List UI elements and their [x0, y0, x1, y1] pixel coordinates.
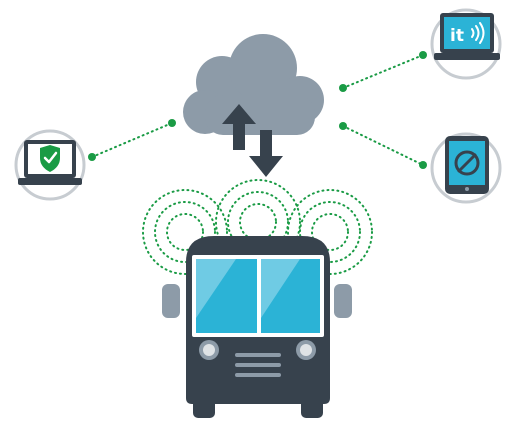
- cloud-icon: [183, 34, 324, 135]
- bus-icon: [162, 236, 352, 418]
- connection-right-laptop: [342, 54, 424, 89]
- tablet-blocked-icon: [445, 136, 489, 194]
- bus-mirror-right: [334, 284, 352, 318]
- bus-grille: [235, 353, 281, 377]
- connection-dot: [168, 119, 176, 127]
- tablet-home-button: [465, 187, 469, 191]
- node-ring: [14, 129, 86, 201]
- upload-arrow-icon: [222, 104, 256, 150]
- connection-dot: [339, 84, 347, 92]
- download-arrow-icon: [249, 130, 283, 177]
- connection-dots: [88, 51, 427, 169]
- bus-headlight-right-inner: [300, 344, 312, 356]
- wifi-waves-icon: [471, 22, 485, 44]
- node-ring: [430, 8, 502, 80]
- connection-dot: [419, 161, 427, 169]
- window-glare: [196, 259, 236, 318]
- laptop-it-wifi-icon: it: [434, 13, 500, 60]
- blocked-slash: [457, 153, 477, 173]
- connection-right-tablet: [342, 125, 424, 166]
- connection-dot: [339, 122, 347, 130]
- window-glare: [261, 259, 300, 318]
- node-ring: [430, 132, 502, 204]
- tablet-blocked-node: [430, 132, 502, 204]
- laptop-screen-text: it: [450, 26, 464, 46]
- laptop-shield-node: [14, 129, 86, 201]
- check-icon: [43, 151, 58, 164]
- laptop-it-node: it: [430, 8, 502, 80]
- connection-dot: [419, 51, 427, 59]
- connection-lines: [91, 54, 424, 166]
- laptop-shield-check-icon: [18, 140, 82, 185]
- connection-left-laptop: [91, 122, 173, 158]
- bus-headlight-left-inner: [203, 344, 215, 356]
- bus-mirror-left: [162, 284, 180, 318]
- blocked-icon: [454, 150, 480, 176]
- up-down-arrows-icon: [222, 104, 283, 177]
- shield-icon: [40, 145, 60, 172]
- connection-dot: [88, 153, 96, 161]
